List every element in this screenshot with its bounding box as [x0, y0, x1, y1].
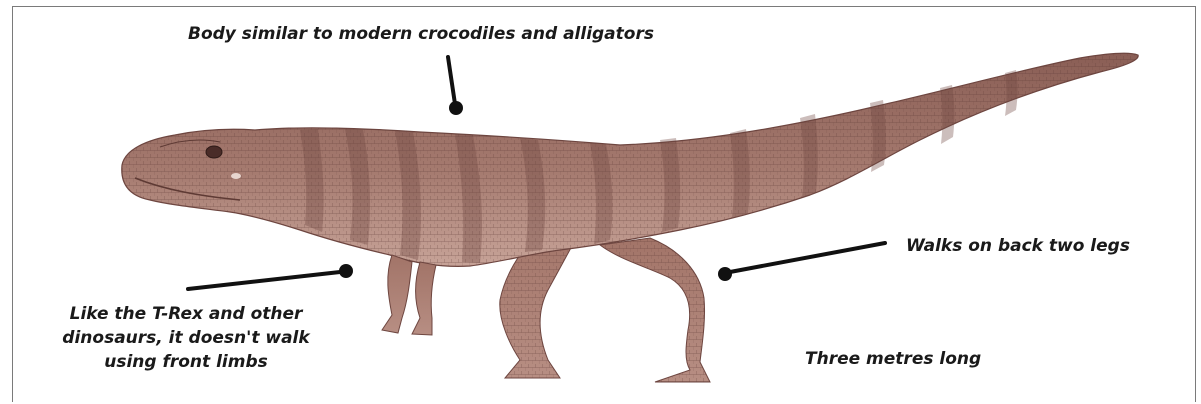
pointer-body: [448, 57, 463, 115]
annotation-front-line-1: Like the T-Rex and other: [36, 302, 336, 326]
annotation-front-limbs: Like the T-Rex and other dinosaurs, it d…: [36, 302, 336, 374]
eye: [206, 146, 222, 158]
annotation-length: Three metres long: [805, 347, 981, 371]
front-limb: [382, 255, 412, 333]
annotation-front-line-3: using front limbs: [36, 350, 336, 374]
annotation-front-line-2: dinosaurs, it doesn't walk: [36, 326, 336, 350]
annotation-walk: Walks on back two legs: [906, 234, 1130, 258]
pointer-walk: [718, 243, 885, 281]
annotation-body: Body similar to modern crocodiles and al…: [188, 22, 654, 46]
pointer-front: [188, 264, 353, 289]
